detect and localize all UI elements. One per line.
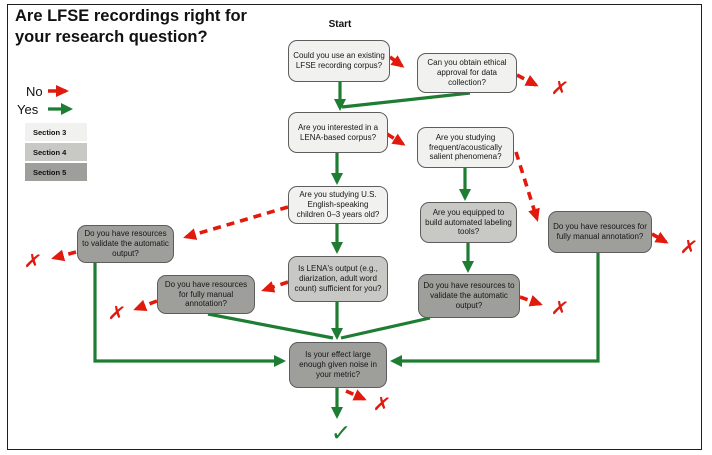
legend-yes-label: Yes — [17, 102, 39, 117]
fail-x-manual-right: ✗ — [678, 233, 700, 261]
edge-no-children-to-validateleft — [183, 205, 289, 240]
legend-section-3: Section 3 — [25, 123, 87, 141]
edge-no-validateleft-to-fail — [51, 249, 77, 262]
edge-no-corpus-to-ethical — [388, 55, 405, 68]
fail-x-validate-left: ✗ — [22, 247, 44, 275]
edge-no-lenaoutput-to-manualleft — [261, 280, 289, 293]
page-title: Are LFSE recordings right for your resea… — [15, 7, 247, 47]
node-us-english-children: Are you studying U.S. English-speaking c… — [288, 186, 388, 224]
edge-no-effect-to-fail — [345, 389, 367, 401]
edge-no-salient-to-manualright — [514, 151, 540, 222]
legend-no-label: No — [26, 84, 43, 99]
fail-x-validate-right: ✗ — [549, 294, 571, 322]
legend-section-5-label: Section 5 — [33, 167, 67, 177]
edge-yes-manualleft-to-effect — [207, 312, 334, 340]
edge-yes-validateleft-to-effect — [93, 262, 286, 367]
fail-x-ethical: ✗ — [549, 74, 571, 102]
edge-no-validateright-to-fail — [519, 295, 543, 307]
legend-section-5: Section 5 — [25, 163, 87, 181]
legend-section-3-label: Section 3 — [33, 127, 67, 137]
edge-yes-ethical-to-lena — [341, 91, 471, 109]
edge-no-manualleft-to-fail — [133, 299, 158, 312]
node-validate-output-left: Do you have resources to validate the au… — [77, 225, 174, 263]
node-manual-annotation-right: Do you have resources for fully manual a… — [548, 211, 652, 253]
node-ethical-approval: Can you obtain ethical approval for data… — [417, 53, 517, 93]
node-effect-size: Is your effect large enough given noise … — [289, 342, 387, 388]
edge-yes-validateright-to-effect — [340, 316, 431, 340]
node-automated-labeling-tools: Are you equipped to build automated labe… — [420, 202, 517, 243]
edge-no-ethical-to-fail — [516, 73, 539, 87]
fail-x-effect: ✗ — [371, 390, 393, 418]
node-validate-output-right: Do you have resources to validate the au… — [418, 274, 520, 318]
legend-section-4-label: Section 4 — [33, 147, 67, 157]
edge-no-lena-to-salient — [386, 132, 406, 146]
legend-section-4: Section 4 — [25, 143, 87, 161]
node-lena-based-corpus: Are you interested in a LENA-based corpu… — [288, 112, 388, 153]
node-manual-annotation-left: Do you have resources for fully manual a… — [157, 275, 255, 314]
node-lena-output-sufficient: Is LENA's output (e.g., diarization, adu… — [288, 256, 388, 302]
node-salient-phenomena: Are you studying frequent/acoustically s… — [417, 127, 514, 168]
edge-no-manualright-to-fail — [651, 231, 669, 244]
edge-yes-manualright-to-effect — [390, 253, 600, 367]
fail-x-manual-left: ✗ — [106, 299, 128, 327]
success-check: ✓ — [329, 418, 353, 448]
start-label: Start — [328, 19, 352, 30]
node-use-existing-corpus: Could you use an existing LFSE recording… — [288, 40, 390, 82]
